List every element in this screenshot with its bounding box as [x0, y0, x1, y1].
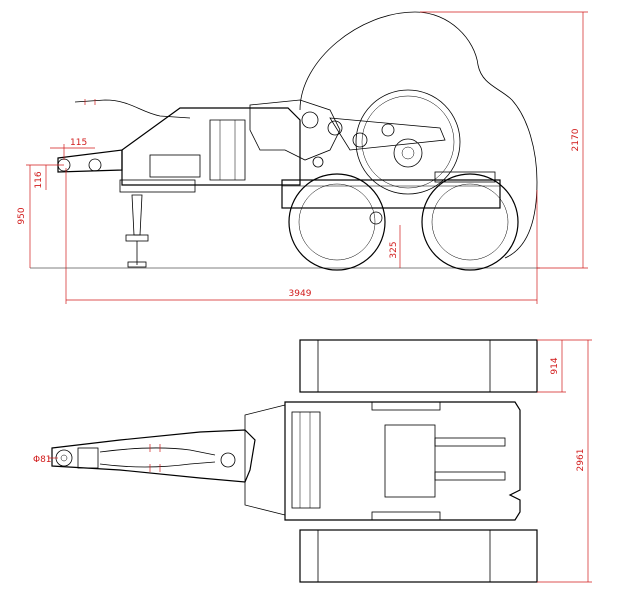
dim-hitch-offset-horizontal: 115 [70, 138, 87, 148]
dim-hitch-height: 950 [17, 207, 27, 224]
dim-track-width: 914 [550, 357, 560, 374]
drawbar [57, 149, 123, 173]
top-view: Φ81 914 2961 [33, 339, 592, 583]
dim-total-height: 2170 [571, 128, 581, 151]
hitch-ring-center [60, 454, 68, 462]
axle-pivot [369, 211, 383, 225]
wheel-front [288, 173, 386, 271]
dim-ground-clearance: 325 [389, 241, 399, 258]
hitch-pivot [88, 158, 102, 172]
track-left [299, 339, 538, 393]
side-view: 3949 2170 950 116 115 325 [17, 11, 588, 304]
cutter-disc [355, 89, 461, 195]
hitch-clamp [77, 447, 99, 469]
dim-hitch-diameter: Φ81 [33, 455, 52, 465]
dim-total-length: 3949 [289, 289, 312, 299]
hydraulic-hose [74, 99, 191, 119]
pivot [301, 111, 319, 129]
drawbar-top [51, 429, 256, 483]
jack-top [220, 452, 236, 468]
deck-beam [281, 179, 501, 209]
pivot [381, 123, 395, 137]
track-right [299, 529, 538, 583]
main-frame [121, 107, 301, 186]
chassis-front-block [291, 411, 321, 509]
upper-mechanism [249, 99, 341, 161]
rear-shield [299, 11, 538, 259]
frame-panel [209, 119, 246, 181]
cylinder-block [149, 154, 201, 178]
cutter-disc-inner [361, 95, 455, 189]
jack-base [127, 261, 147, 268]
pivot [352, 132, 368, 148]
deck-plate [434, 171, 496, 183]
axle-plate [371, 511, 441, 521]
rear-bar [434, 437, 506, 447]
pivot [327, 120, 343, 136]
axle-plate [371, 401, 441, 411]
wheel-rear [421, 173, 519, 271]
drawbar-plate [244, 404, 286, 516]
wheel-front-rim [298, 183, 376, 261]
hitch-ring [55, 449, 73, 467]
hose-top [99, 461, 216, 468]
cutter-housing [384, 424, 436, 498]
wheel-rear-rim [431, 183, 509, 261]
dim-hitch-offset-vertical: 116 [34, 171, 44, 188]
jack-foot [125, 234, 149, 242]
rear-bar [434, 471, 506, 481]
jack-stand [131, 194, 143, 236]
hose-top [99, 447, 216, 456]
cutter-hub [393, 138, 423, 168]
linkage-arm [329, 117, 446, 151]
cutter-hub-center [401, 146, 415, 160]
dim-overall-width: 2961 [576, 449, 586, 472]
lower-bar [119, 179, 196, 193]
pivot [312, 156, 324, 168]
